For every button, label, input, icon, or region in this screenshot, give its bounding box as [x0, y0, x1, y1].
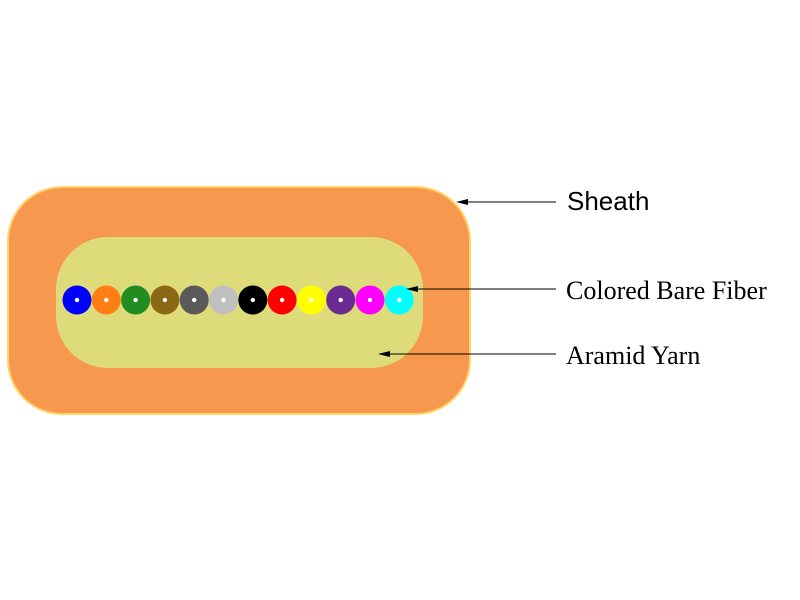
fiber-rose	[355, 285, 385, 315]
fiber-brown	[150, 285, 180, 315]
fiber-core	[162, 297, 168, 303]
fiber-core	[279, 297, 285, 303]
fiber-black	[238, 285, 268, 315]
fiber-core	[133, 297, 138, 303]
fiber-ribbon	[62, 285, 414, 315]
fiber-core	[338, 297, 343, 303]
fiber-core	[309, 297, 314, 303]
fiber-core	[250, 297, 255, 303]
fiber-gray	[179, 285, 209, 315]
fiber-arrowhead	[406, 286, 418, 292]
colored-bare-fiber-label: Colored Bare Fiber	[566, 276, 767, 305]
sheath-label: Sheath	[567, 186, 649, 216]
fiber-violet	[326, 285, 356, 315]
fiber-core	[192, 297, 197, 303]
fiber-core	[221, 297, 226, 303]
fiber-core	[397, 297, 402, 303]
fiber-core	[104, 297, 109, 303]
fiber-yellow	[296, 285, 326, 315]
yarn-arrowhead	[378, 351, 390, 357]
fiber-blue	[62, 285, 92, 315]
fiber-core	[74, 297, 80, 303]
fiber-aqua	[384, 285, 414, 315]
fiber-green	[121, 285, 151, 315]
sheath-arrowhead	[456, 199, 468, 205]
fiber-core	[367, 297, 373, 303]
aramid-yarn-label: Aramid Yarn	[566, 341, 700, 370]
fiber-orange	[91, 285, 121, 315]
fiber-white	[209, 285, 238, 315]
leader-lines	[378, 199, 556, 357]
fiber-red	[267, 285, 297, 315]
